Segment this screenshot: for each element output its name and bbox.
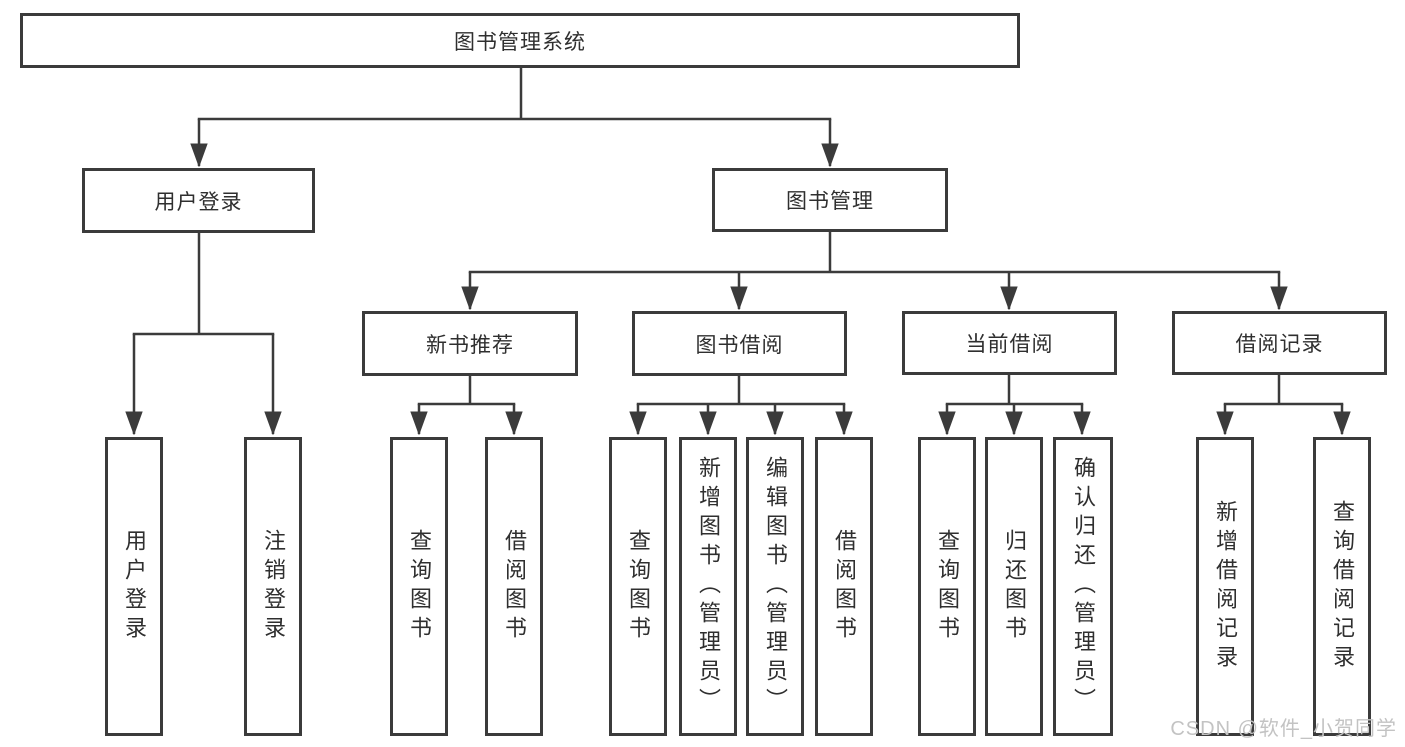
leaf-user-login-label: 用户登录	[122, 528, 147, 645]
node-borrowing-records: 借阅记录	[1172, 311, 1387, 375]
leaf-return-books-label: 归还图书	[1002, 528, 1027, 645]
leaf-edit-books-admin: 编辑图书（管理员）	[746, 437, 804, 736]
node-user-login-label: 用户登录	[154, 190, 243, 214]
leaf-add-books-admin: 新增图书（管理员）	[679, 437, 737, 736]
leaf-confirm-return-admin-label: 确认归还（管理员）	[1071, 456, 1096, 717]
leaf-borrowing-query-books-label: 查询图书	[626, 528, 651, 645]
leaf-user-login: 用户登录	[105, 437, 163, 736]
leaf-newbooks-borrow-books-label: 借阅图书	[502, 528, 527, 645]
node-current-borrowing: 当前借阅	[902, 311, 1117, 375]
leaf-add-borrow-record: 新增借阅记录	[1196, 437, 1254, 736]
node-book-management: 图书管理	[712, 168, 948, 232]
leaf-query-borrow-record: 查询借阅记录	[1313, 437, 1371, 736]
node-root: 图书管理系统	[20, 13, 1020, 68]
leaf-newbooks-query-books-label: 查询图书	[407, 528, 432, 645]
leaf-logout-label: 注销登录	[261, 528, 286, 645]
leaf-logout: 注销登录	[244, 437, 302, 736]
leaf-newbooks-query-books: 查询图书	[390, 437, 448, 736]
leaf-borrow-books: 借阅图书	[815, 437, 873, 736]
node-current-borrowing-label: 当前借阅	[965, 333, 1054, 356]
node-new-book-recommend-label: 新书推荐	[426, 333, 514, 357]
node-book-management-label: 图书管理	[786, 190, 874, 213]
node-book-borrowing: 图书借阅	[632, 311, 847, 376]
node-root-label: 图书管理系统	[454, 30, 586, 54]
node-new-book-recommend: 新书推荐	[362, 311, 578, 376]
leaf-edit-books-admin-label: 编辑图书（管理员）	[763, 456, 788, 717]
leaf-confirm-return-admin: 确认归还（管理员）	[1053, 437, 1113, 736]
watermark: CSDN @软件_小贺同学	[1170, 718, 1397, 740]
node-book-borrowing-label: 图书借阅	[695, 333, 784, 357]
leaf-add-books-admin-label: 新增图书（管理员）	[696, 456, 721, 717]
leaf-borrowing-query-books: 查询图书	[609, 437, 667, 736]
leaf-current-query-books: 查询图书	[918, 437, 976, 736]
leaf-add-borrow-record-label: 新增借阅记录	[1213, 499, 1238, 674]
node-borrowing-records-label: 借阅记录	[1235, 333, 1324, 356]
leaf-query-borrow-record-label: 查询借阅记录	[1330, 499, 1355, 674]
leaf-borrow-books-label: 借阅图书	[832, 528, 857, 645]
leaf-return-books: 归还图书	[985, 437, 1043, 736]
leaf-current-query-books-label: 查询图书	[935, 528, 960, 645]
node-user-login: 用户登录	[82, 168, 315, 233]
leaf-newbooks-borrow-books: 借阅图书	[485, 437, 543, 736]
